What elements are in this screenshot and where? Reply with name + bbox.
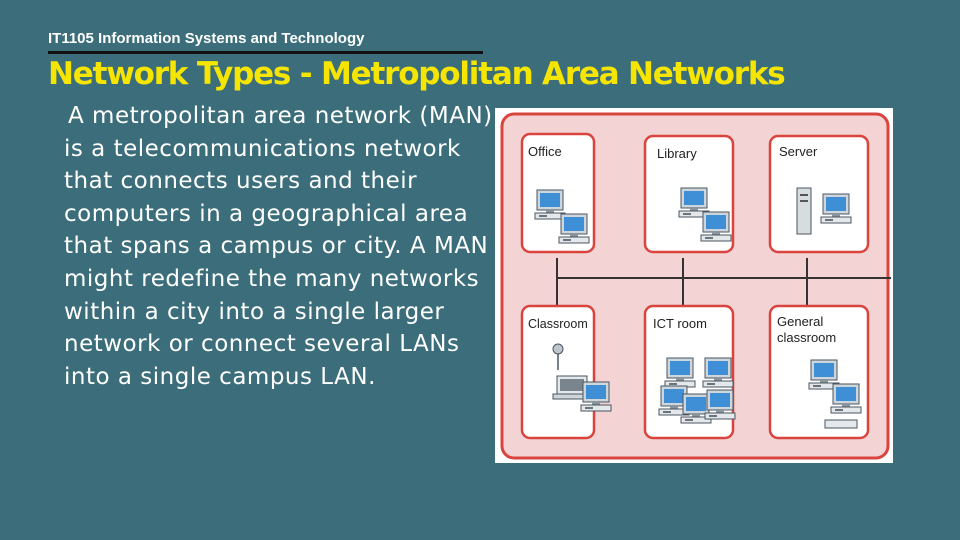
computer-icon: [558, 213, 590, 244]
room-general-classroom: General classroom: [768, 304, 870, 440]
room-label: Library: [657, 146, 697, 161]
computer-icon: [704, 389, 736, 420]
room-library: Library: [643, 134, 735, 254]
laptop-icon: [552, 375, 592, 400]
room-office: Office: [520, 132, 596, 254]
wireless-access-point-icon: [552, 343, 564, 370]
room-label: Office: [528, 144, 562, 159]
computer-icon: [702, 357, 734, 388]
room-classroom: Classroom: [520, 304, 612, 440]
room-label: Classroom: [528, 317, 588, 331]
room-ict: ICT room: [643, 304, 736, 440]
course-title: IT1105 Information Systems and Technolog…: [48, 30, 365, 47]
man-diagram: Office Library Server Classroom: [495, 108, 893, 463]
computer-icon: [824, 419, 858, 429]
room-label: General classroom: [777, 314, 836, 345]
slide-body-text: A metropolitan area network (MAN) is a t…: [64, 103, 493, 390]
header-divider: [48, 51, 483, 54]
computer-icon: [664, 357, 696, 388]
man-diagram-svg: Office Library Server Classroom: [500, 112, 891, 460]
room-server: Server: [768, 134, 870, 254]
room-label: Server: [779, 144, 818, 159]
server-tower-icon: [796, 187, 812, 235]
slide-title: Network Types - Metropolitan Area Networ…: [48, 56, 786, 92]
computer-icon: [830, 383, 862, 414]
computer-icon: [820, 193, 852, 224]
computer-icon: [700, 211, 732, 242]
room-label: ICT room: [653, 316, 707, 331]
computer-icon: [580, 381, 612, 412]
